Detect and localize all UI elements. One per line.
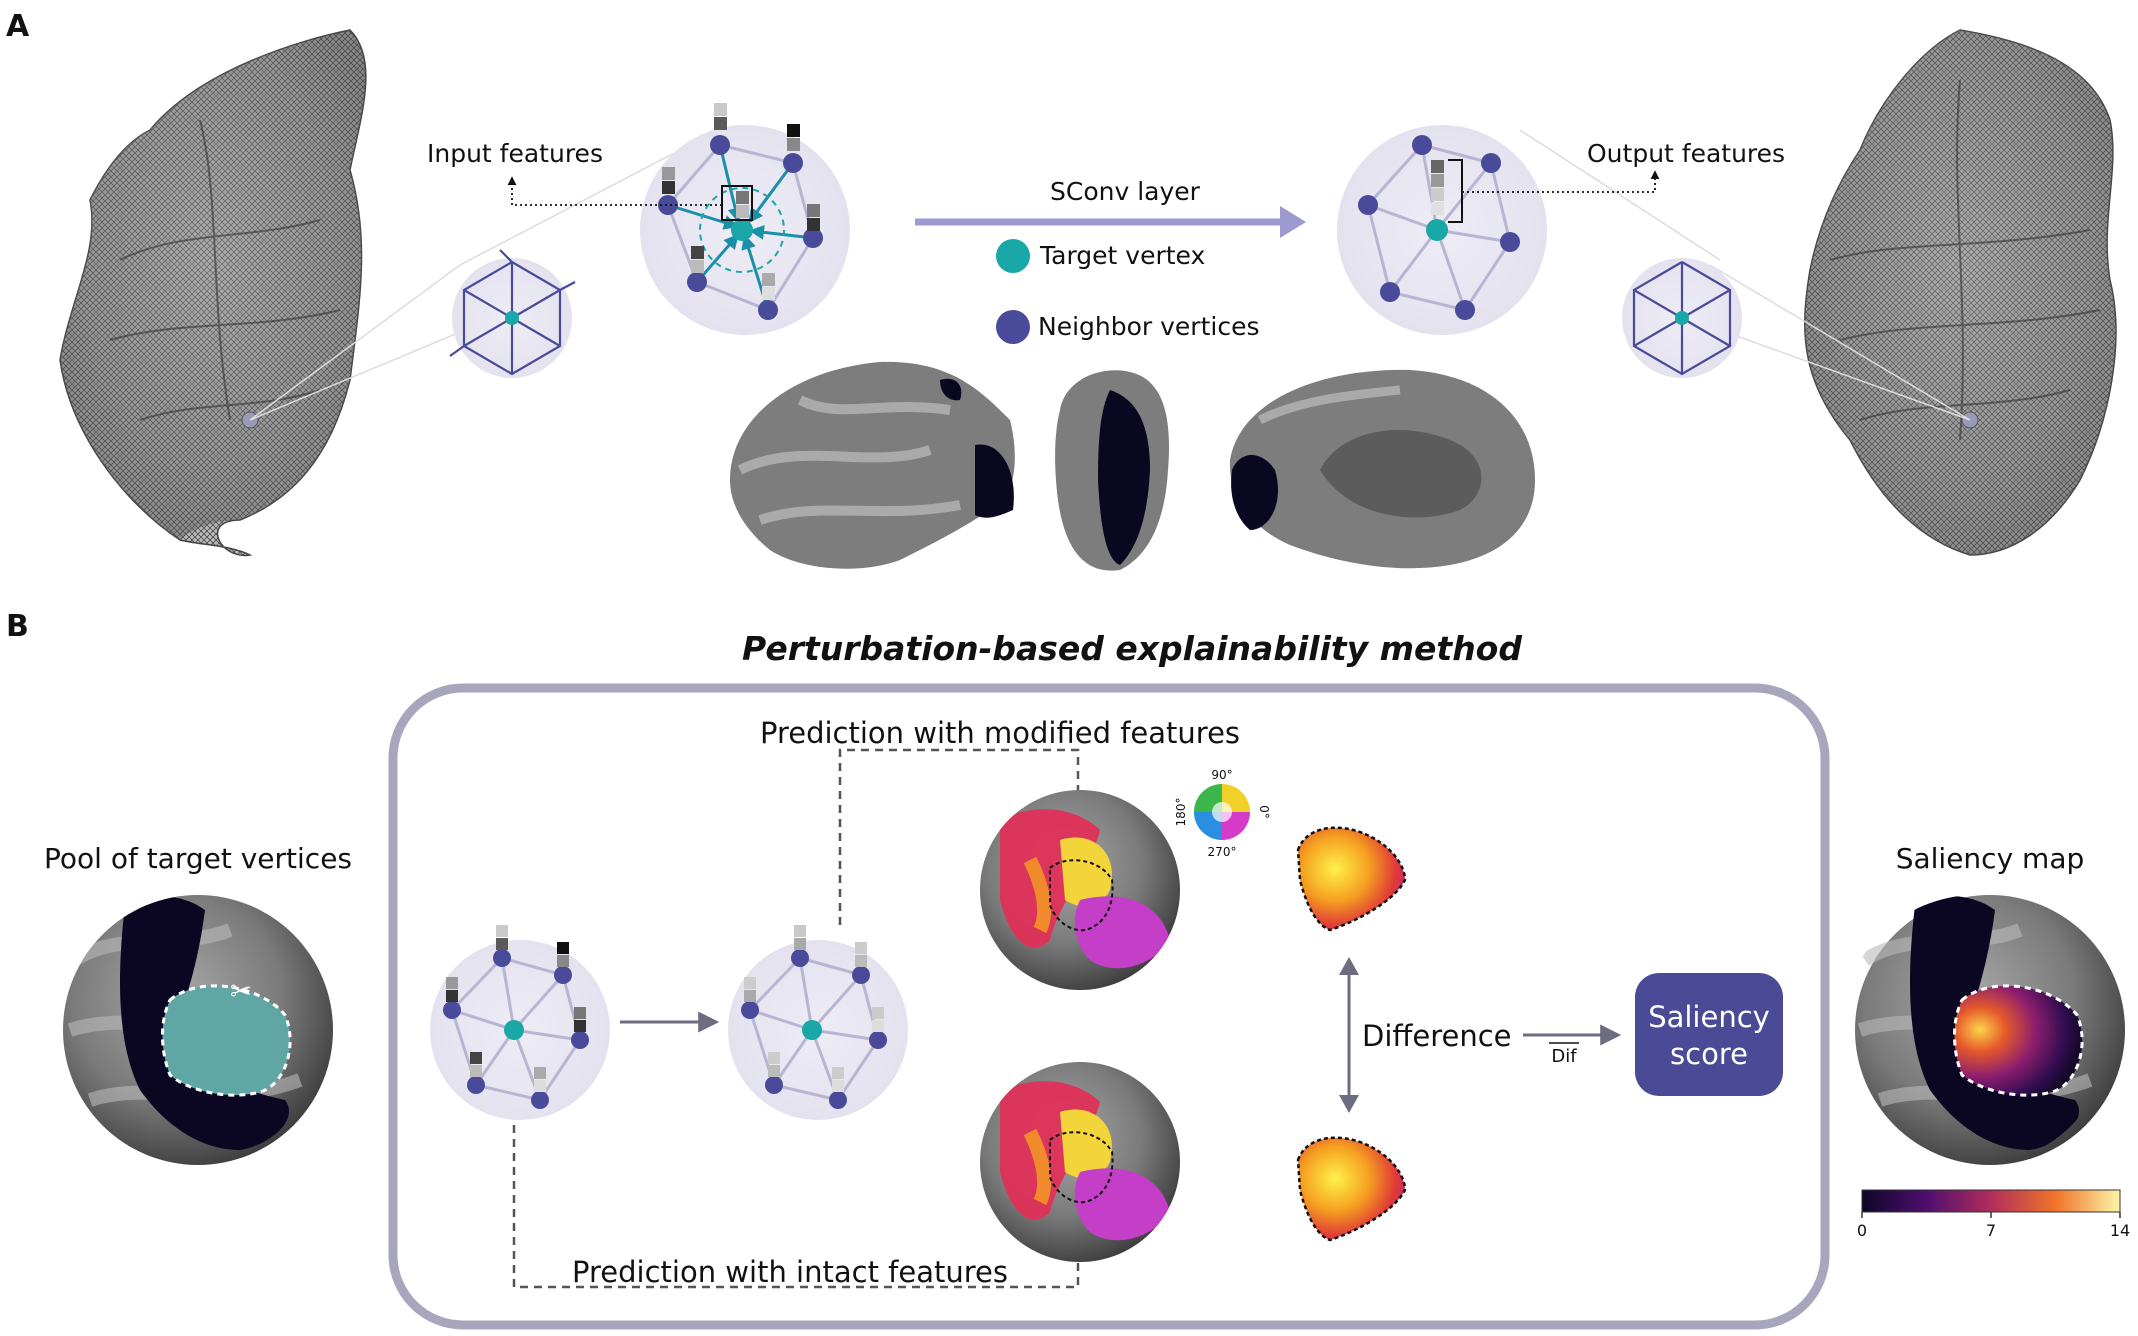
saliency-map-label: Saliency map	[1896, 842, 2085, 875]
intact-prediction-sphere	[980, 1062, 1180, 1262]
direction-colorwheel	[1194, 784, 1250, 840]
output-graph-disc	[1337, 125, 1547, 335]
modified-connector	[838, 748, 1080, 925]
right-mesh-brain	[1804, 29, 2117, 556]
sconv-arrow-head	[1280, 206, 1306, 238]
input-features-label: Input features	[427, 139, 603, 168]
left-mesh-brain	[59, 29, 367, 557]
panel-b-label: B	[6, 609, 29, 644]
colorbar-max: 14	[2110, 1221, 2130, 1240]
right-hex-disc	[1622, 258, 1742, 378]
panel-a-label: A	[6, 9, 30, 44]
modified-prediction-sphere	[980, 790, 1180, 990]
posterior-brain	[1055, 370, 1170, 571]
saliency-score-line1: Saliency	[1648, 1000, 1770, 1034]
colorbar-mid: 7	[1986, 1221, 1996, 1240]
output-features-label: Output features	[1587, 139, 1785, 168]
colorwheel-180: 180°	[1174, 798, 1188, 827]
saliency-sphere	[1855, 895, 2125, 1165]
input-features-leader	[507, 176, 722, 206]
modified-graph-disc	[728, 925, 908, 1120]
saliency-score-box	[1635, 973, 1783, 1096]
pool-label: Pool of target vertices	[44, 842, 352, 875]
saliency-colorbar	[1861, 1189, 2121, 1213]
intact-region-patch	[1296, 1136, 1407, 1242]
prediction-intact-label: Prediction with intact features	[572, 1255, 1008, 1289]
intact-graph-disc	[430, 925, 610, 1120]
lateral-brain	[730, 361, 1015, 569]
neighbor-vertex-swatch	[996, 310, 1030, 344]
scissors-icon: ✂	[230, 977, 252, 1007]
output-features-leader	[1462, 170, 1660, 193]
zoom-guide-lines	[249, 129, 1971, 421]
colorwheel-90: 90°	[1211, 768, 1232, 782]
left-hex-disc	[449, 249, 576, 378]
modified-region-patch	[1296, 826, 1407, 932]
input-graph-disc	[640, 103, 850, 335]
neighbor-vertices-label: Neighbor vertices	[1038, 312, 1259, 341]
colorbar-min: 0	[1857, 1221, 1867, 1240]
saliency-score-line2: score	[1670, 1037, 1748, 1071]
target-vertex-label: Target vertex	[1039, 241, 1205, 270]
prediction-modified-label: Prediction with modified features	[760, 716, 1240, 750]
medial-brain	[1229, 369, 1535, 569]
method-frame	[388, 683, 1830, 1330]
difference-label: Difference	[1362, 1019, 1512, 1053]
colorwheel-270: 270°	[1208, 845, 1237, 859]
dif-label: Dif	[1551, 1046, 1577, 1067]
panel-b-title: Perturbation-based explainability method	[742, 629, 1522, 668]
colorwheel-0: 0°	[1257, 805, 1271, 819]
sconv-layer-label: SConv layer	[1050, 177, 1201, 206]
target-vertex-swatch	[996, 239, 1030, 273]
pool-sphere: ✂	[63, 895, 333, 1165]
